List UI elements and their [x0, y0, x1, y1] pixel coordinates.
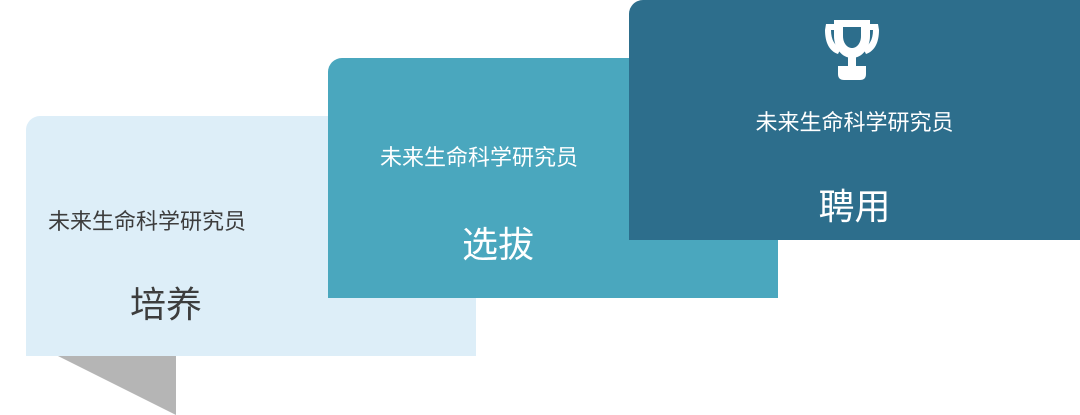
stage-1-fold [26, 340, 176, 415]
stage-title: 聘用 [818, 187, 891, 228]
stage-subtitle: 未来生命科学研究员 [380, 146, 579, 171]
stage-subtitle: 未来生命科学研究员 [48, 210, 247, 235]
stage-subtitle: 未来生命科学研究员 [755, 111, 954, 136]
trophy-icon [825, 20, 879, 80]
stage-card-hire: 未来生命科学研究员 聘用 [629, 0, 1080, 240]
stage-title: 选拔 [462, 225, 535, 266]
stage-title: 培养 [130, 285, 203, 326]
